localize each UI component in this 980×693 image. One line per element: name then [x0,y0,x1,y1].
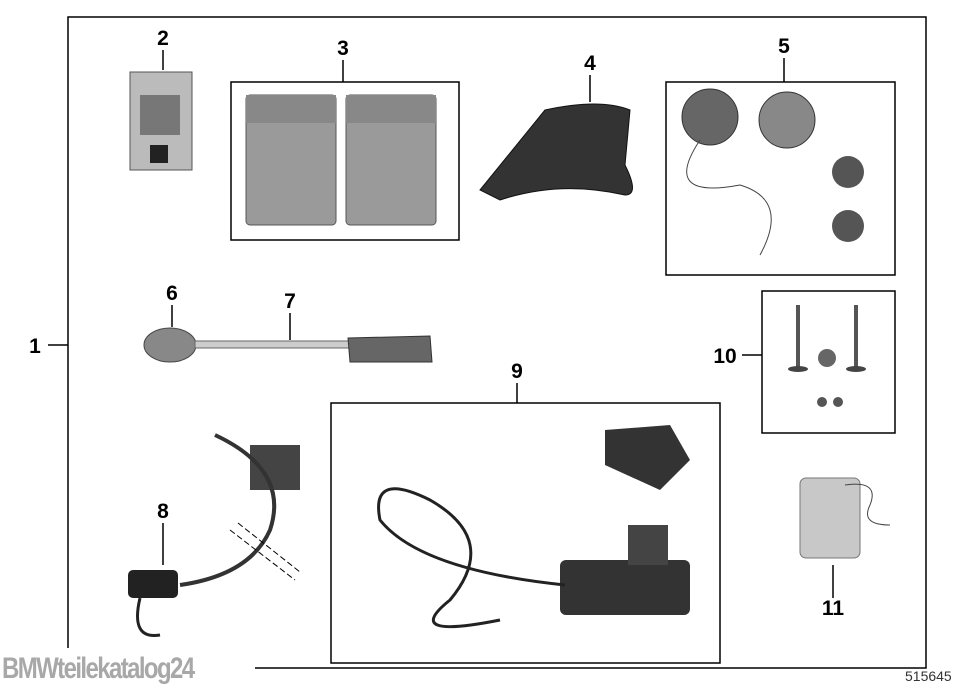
watermark: BMWteilekatalog24 [2,652,195,685]
outer-frame [67,16,927,669]
box-3 [230,81,460,241]
pouches-part [245,94,437,226]
label-3: 3 [337,37,349,60]
charger-part [377,425,690,629]
box-5 [665,81,896,276]
label-4: 4 [584,52,596,75]
label-8: 8 [157,500,169,523]
drawing-number: 515645 [905,668,952,684]
label-10: 10 [713,345,736,368]
microphone-part [143,327,433,363]
label-5: 5 [778,35,790,58]
mounting-pins-part [788,305,866,407]
box-10 [761,290,896,434]
label-6: 6 [166,282,178,305]
label-9: 9 [511,360,523,383]
label-1: 1 [29,335,41,358]
label-7: 7 [284,290,296,313]
circuit-board-part [129,71,193,171]
label-11: 11 [822,597,845,620]
speakers-part [681,88,864,256]
box-9 [330,402,721,664]
remote-control-part [479,103,633,201]
cable-harness-part [128,433,301,638]
label-2: 2 [157,27,169,50]
battery-part [799,477,891,559]
